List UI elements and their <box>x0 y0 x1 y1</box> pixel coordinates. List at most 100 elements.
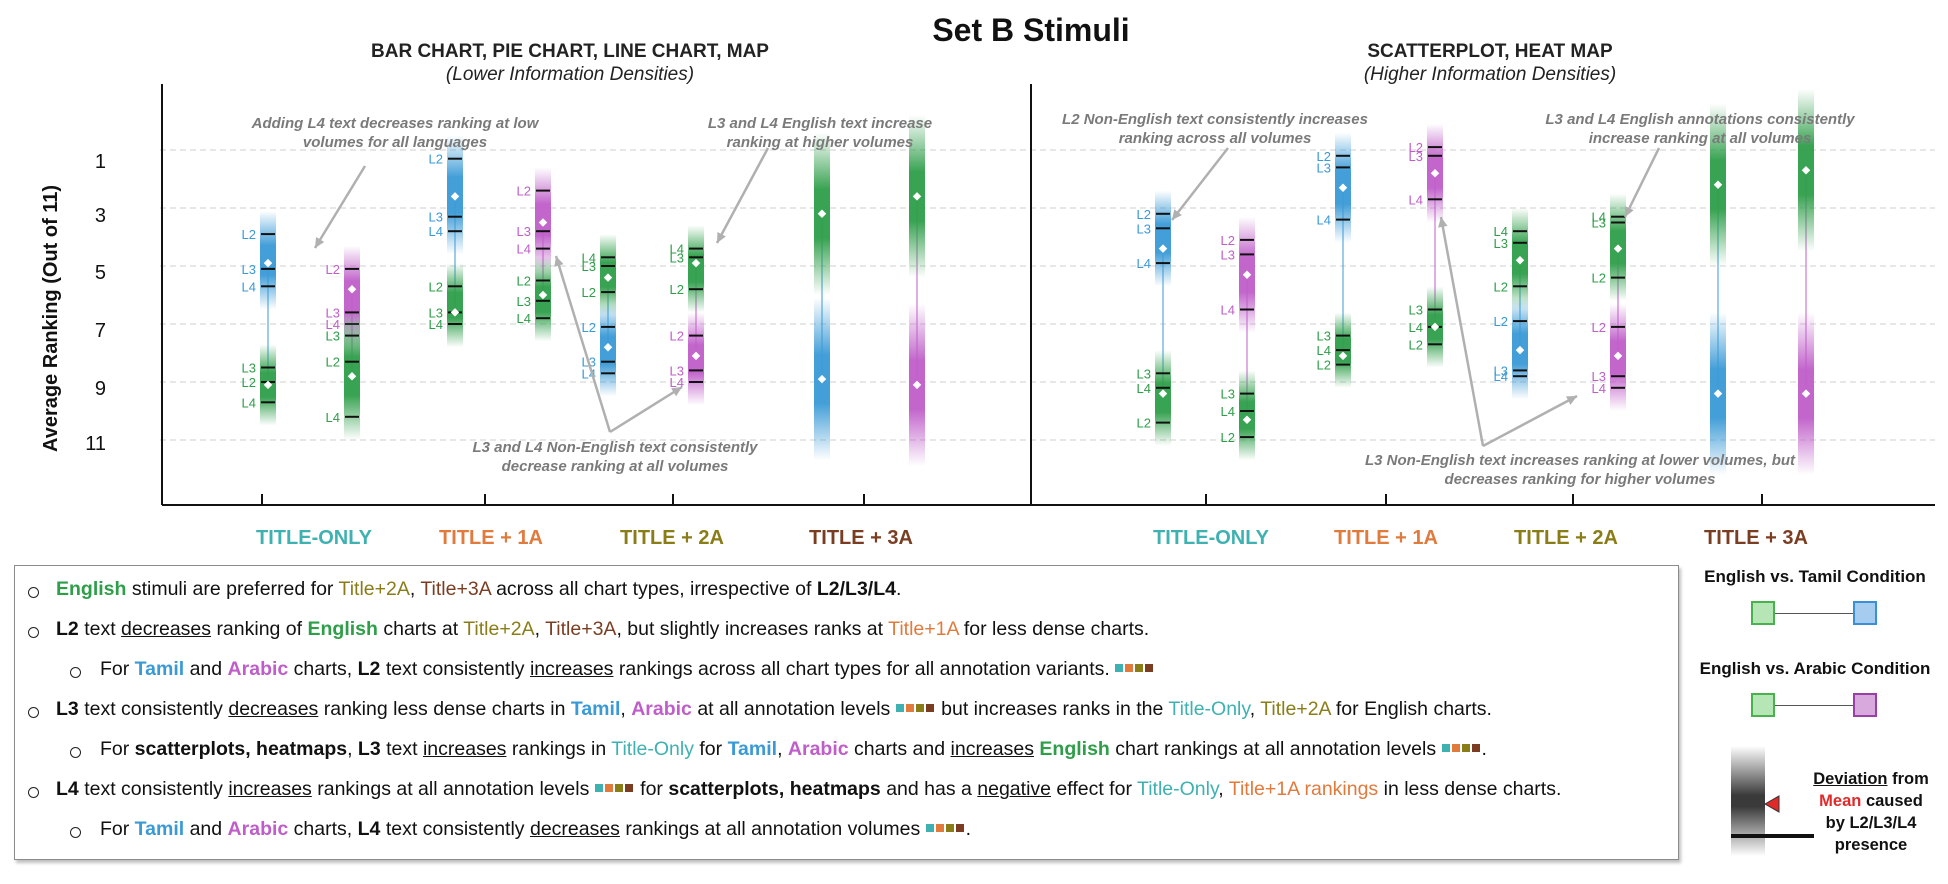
level-label: L4 <box>1592 210 1606 225</box>
english-swatch-icon <box>1751 601 1775 625</box>
annotation: L3 and L4 English annotations consistent… <box>1545 111 1855 147</box>
level-label: L4 <box>242 395 256 410</box>
arrowhead-icon <box>1625 206 1634 217</box>
level-label: L2 <box>1409 140 1423 155</box>
deviation-legend-icon <box>1731 746 1814 856</box>
y-axis-label: Average Ranking (Out of 11) <box>40 184 62 452</box>
bullet-icon <box>28 627 39 638</box>
mean-marker <box>450 192 460 201</box>
range-chart: L2L3L4L3L2L4L2L3L4L3L2L4L2L3L4L2L3L4L2L3… <box>160 84 1935 506</box>
mean-marker <box>1613 351 1623 361</box>
panel-right-subtitle: (Higher Information Densities) <box>1363 64 1617 85</box>
level-label: L4 <box>1317 213 1331 228</box>
notes-panel: English stimuli are preferred for Title+… <box>14 565 1679 860</box>
level-label: L3 <box>1221 387 1235 402</box>
arrowhead-icon <box>315 237 325 248</box>
level-label: L3 <box>1409 303 1423 318</box>
annotation: Adding L4 text decreases ranking at low … <box>251 115 539 151</box>
level-label: L2 <box>517 274 531 289</box>
connector-line <box>1775 705 1853 706</box>
mean-marker <box>1801 389 1811 398</box>
level-label: L2 <box>582 320 596 335</box>
level-label: L2 <box>1409 337 1423 352</box>
annotation-levels-icon <box>895 698 936 720</box>
bullet-icon <box>70 747 81 758</box>
mean-marker <box>603 342 613 352</box>
level-label: L2 <box>429 152 443 167</box>
note-line: For scatterplots, heatmaps, L3 text incr… <box>100 738 1487 760</box>
level-label: L2 <box>1137 416 1151 431</box>
panel-left-title: BAR CHART, PIE CHART, LINE CHART, MAP <box>371 41 769 62</box>
level-label: L4 <box>517 242 531 257</box>
bullet-icon <box>70 667 81 678</box>
category-label: TITLE-ONLY <box>1153 527 1269 549</box>
bullet-icon <box>28 587 39 598</box>
level-label: L4 <box>670 375 684 390</box>
level-label: L2 <box>242 375 256 390</box>
mean-marker <box>263 258 273 268</box>
level-label: L4 <box>326 410 340 425</box>
level-label: L2 <box>326 355 340 370</box>
annotation-levels-icon <box>925 818 966 840</box>
level-label: L3 <box>1494 363 1508 378</box>
deviation-legend-text: Deviation from Mean caused by L2/L3/L4 p… <box>1813 770 1929 854</box>
level-label: L3 <box>1221 247 1235 262</box>
annotation-arrow <box>715 147 770 244</box>
annotation-levels-icon <box>1441 738 1482 760</box>
level-label: L3 <box>670 250 684 265</box>
y-tick: 5 <box>94 262 106 284</box>
mean-marker <box>691 258 701 268</box>
category-label: TITLE + 3A <box>809 527 913 549</box>
level-label: L2 <box>517 184 531 199</box>
level-label: L3 <box>429 305 443 320</box>
tamil-range-bar <box>1155 190 1171 287</box>
note-line: English stimuli are preferred for Title+… <box>56 578 902 600</box>
y-tick: 7 <box>94 320 106 342</box>
mean-marker <box>263 380 273 390</box>
note-line: L3 text consistently decreases ranking l… <box>56 698 1492 720</box>
annotation-levels-icon <box>1115 658 1155 680</box>
note-line: L2 text decreases ranking of English cha… <box>56 618 1150 640</box>
level-label: L4 <box>242 279 256 294</box>
y-tick: 11 <box>85 433 106 455</box>
category-label: TITLE-ONLY <box>256 527 372 549</box>
mean-marker <box>1158 389 1168 398</box>
level-label: L2 <box>429 279 443 294</box>
bullet-icon <box>70 827 81 838</box>
category-label: TITLE + 1A <box>1334 527 1438 549</box>
english-range-bar <box>447 263 463 348</box>
annotation-arrow <box>1439 216 1485 447</box>
level-label: L2 <box>1317 358 1331 373</box>
level-label: L3 <box>1317 160 1331 175</box>
level-label: L3 <box>1409 149 1423 164</box>
level-label: L3 <box>517 294 531 309</box>
level-label: L3 <box>1592 369 1606 384</box>
arrowhead-icon <box>1172 209 1182 220</box>
level-label: L3 <box>429 210 443 225</box>
english-range-bar <box>1155 350 1171 446</box>
annotation-arrow <box>554 255 612 433</box>
panel-right-title: SCATTERPLOT, HEAT MAP <box>1367 41 1613 62</box>
annotation: L3 Non-English text increases ranking at… <box>1364 452 1796 488</box>
english-range-bar <box>535 257 551 342</box>
annotation-arrow <box>1171 147 1229 221</box>
mean-marker <box>1515 345 1525 355</box>
level-label: L4 <box>1137 256 1151 271</box>
level-label: L4 <box>1494 369 1508 384</box>
level-label: L3 <box>1494 236 1508 251</box>
category-label: TITLE + 2A <box>1514 527 1618 549</box>
note-line: For Tamil and Arabic charts, L2 text con… <box>100 658 1155 681</box>
level-label: L4 <box>582 250 596 265</box>
mean-marker <box>912 380 922 390</box>
level-label: L3 <box>326 329 340 344</box>
level-label: L4 <box>1317 343 1331 358</box>
note-line: For Tamil and Arabic charts, L4 text con… <box>100 818 972 840</box>
level-label: L3 <box>1592 216 1606 231</box>
mean-marker <box>347 371 357 381</box>
y-tick: 3 <box>94 205 106 227</box>
legend-arabic-swatch <box>1690 690 1940 722</box>
level-label: L3 <box>326 305 340 320</box>
mean-marker <box>1242 270 1252 279</box>
mean-marker <box>603 273 613 282</box>
level-label: L2 <box>582 285 596 300</box>
